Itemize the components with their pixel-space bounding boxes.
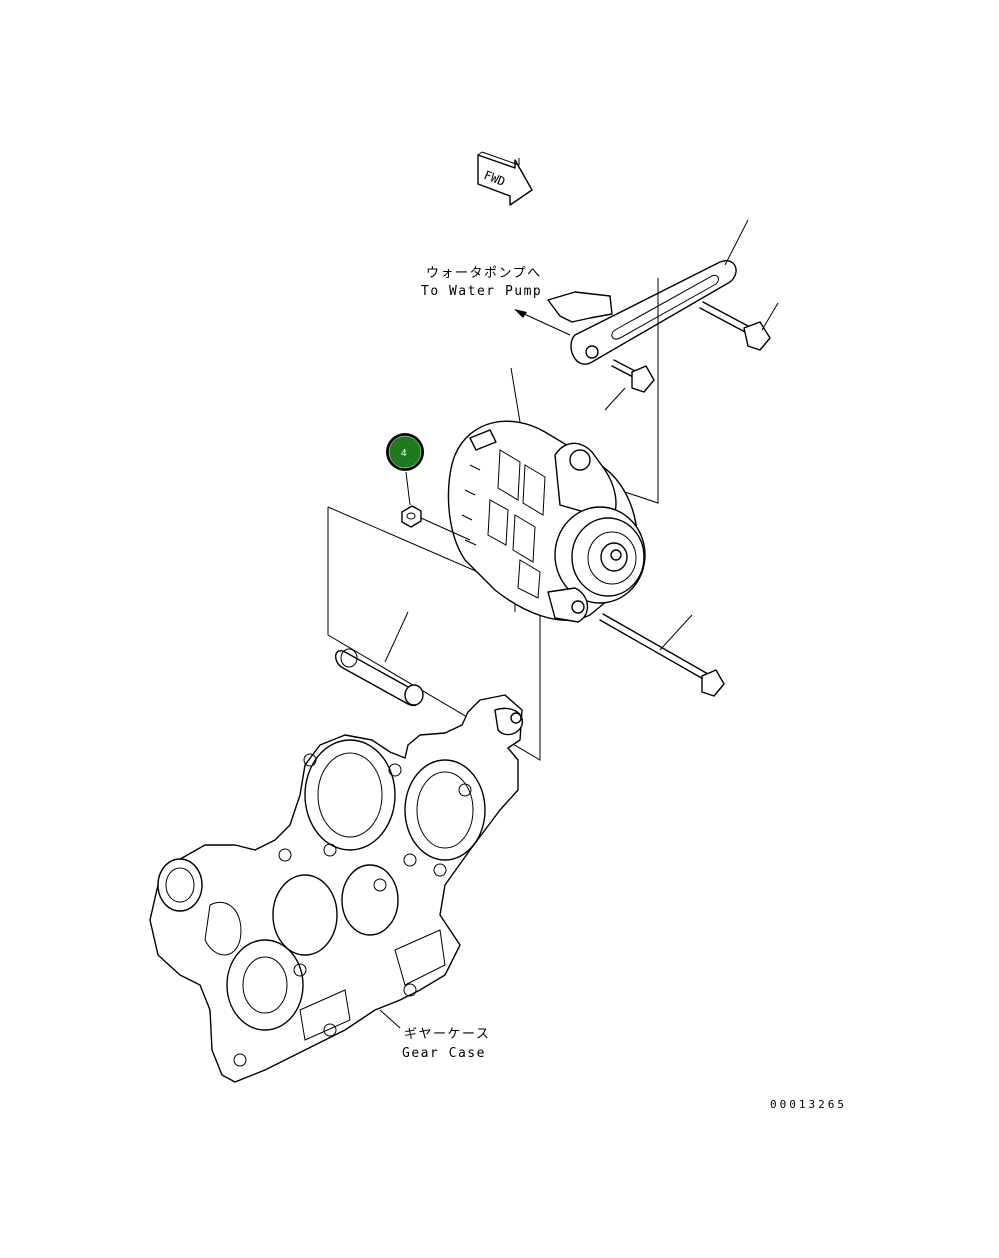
callout-badge[interactable]	[388, 435, 422, 469]
spacer-collar	[335, 611, 424, 707]
adjusting-bracket	[547, 219, 749, 365]
callout-4[interactable]: 4	[386, 433, 424, 506]
mounting-bolt-long	[599, 613, 725, 697]
fwd-arrow-icon: FWD	[477, 151, 533, 206]
bracket-bolt-lower	[604, 359, 655, 411]
gear-case	[149, 694, 524, 1083]
callout-number: 4	[401, 448, 407, 459]
gear-case-label-en: Gear Case	[402, 1046, 486, 1061]
alternator	[447, 367, 646, 623]
nut-part-4	[401, 505, 471, 541]
water-pump-direction-arrow	[514, 309, 571, 336]
water-pump-label-en: To Water Pump	[421, 284, 542, 299]
bracket-bolt-upper	[699, 301, 779, 351]
drawing-code: 00013265	[770, 1098, 847, 1111]
water-pump-label-jp: ウォータポンプへ	[426, 266, 542, 281]
gear-case-label-jp: ギヤーケース	[404, 1027, 490, 1042]
fwd-label: FWD	[482, 168, 507, 189]
